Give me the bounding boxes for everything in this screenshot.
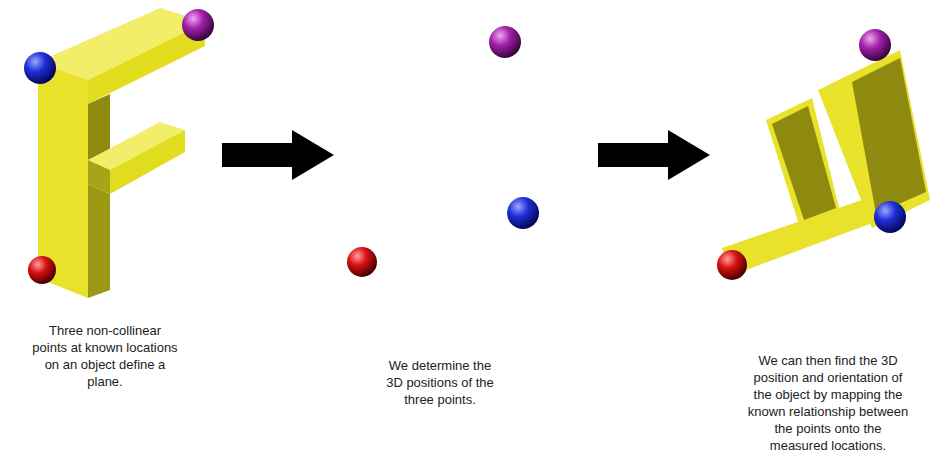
blue-sphere: [24, 52, 56, 84]
f-middle-arm-front: [110, 130, 185, 194]
arrow: [222, 130, 334, 180]
caption-text: We determine the 3D positions of the thr…: [383, 357, 497, 408]
f-arm-shadow: [772, 106, 836, 220]
f-arm: [766, 98, 840, 228]
caption-text: We can then find the 3D position and ori…: [745, 352, 911, 454]
f-object: [24, 8, 214, 298]
f-lower-shadow: [88, 184, 110, 298]
caption-text: Three non-collinear points at known loca…: [30, 322, 180, 390]
blue-sphere: [874, 201, 906, 233]
f-shadow: [88, 94, 110, 160]
blue-sphere: [507, 197, 539, 229]
red-sphere: [347, 247, 377, 277]
arrow: [598, 130, 710, 180]
f-shadow-band: [852, 58, 926, 214]
red-sphere: [28, 256, 56, 284]
f-object-mapped: [717, 29, 930, 280]
purple-sphere: [182, 9, 214, 41]
purple-sphere: [489, 26, 521, 58]
red-sphere: [717, 250, 747, 280]
purple-sphere: [859, 29, 891, 61]
